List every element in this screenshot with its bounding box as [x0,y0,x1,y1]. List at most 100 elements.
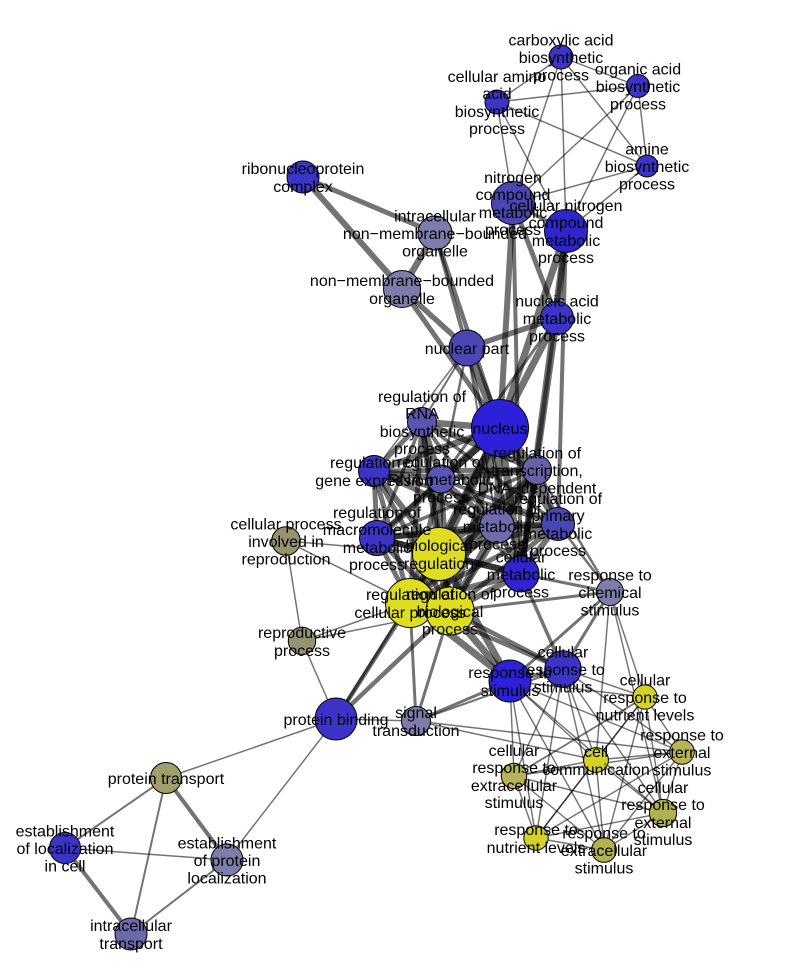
svg-text:establishment: establishment [16,824,115,841]
svg-text:metabolic: metabolic [487,567,555,584]
svg-text:process: process [274,643,330,660]
svg-text:process: process [485,222,541,239]
svg-text:response to: response to [640,728,724,745]
svg-text:acid: acid [482,86,511,103]
svg-text:transcription,: transcription, [491,463,583,480]
svg-text:extracellular: extracellular [561,843,648,860]
svg-text:intracellular: intracellular [394,209,476,226]
svg-text:compound: compound [529,215,604,232]
svg-text:process: process [529,329,585,346]
svg-text:response to: response to [468,665,552,682]
svg-text:cellular: cellular [620,673,671,690]
svg-text:of localization: of localization [17,841,114,858]
svg-text:process: process [394,441,450,458]
svg-text:compound: compound [476,187,551,204]
svg-text:process: process [530,543,586,560]
svg-text:gene expression: gene expression [315,473,432,490]
svg-text:regulation of: regulation of [514,491,603,508]
svg-text:stimulus: stimulus [581,603,640,620]
svg-text:biological: biological [417,604,484,621]
svg-text:metabolic: metabolic [524,526,592,543]
svg-text:response to: response to [603,690,687,707]
svg-text:cellular: cellular [638,780,689,797]
svg-text:transduction: transduction [372,723,459,740]
svg-text:involved in: involved in [248,534,324,551]
svg-text:complex: complex [273,179,333,196]
svg-text:cellular nitrogen: cellular nitrogen [510,198,623,215]
svg-text:cellular process: cellular process [354,605,465,622]
svg-text:of protein: of protein [194,853,261,870]
svg-text:metabolic: metabolic [532,233,600,250]
svg-text:response to: response to [562,826,646,843]
svg-text:nitrogen: nitrogen [484,170,542,187]
svg-text:regulation of: regulation of [453,502,542,519]
svg-text:protein binding: protein binding [284,712,389,729]
svg-text:process: process [349,557,405,574]
svg-text:localization: localization [187,871,266,888]
svg-text:process: process [469,121,525,138]
svg-text:organelle: organelle [402,244,468,261]
svg-text:process: process [469,537,525,554]
svg-text:metabolic: metabolic [343,540,411,557]
svg-text:stimulus: stimulus [575,861,634,878]
svg-text:reproduction: reproduction [242,552,331,569]
svg-text:organic acid: organic acid [595,62,681,79]
svg-text:in cell: in cell [45,859,86,876]
svg-text:stimulus: stimulus [634,832,693,849]
svg-text:external: external [654,745,711,762]
svg-text:reproductive: reproductive [258,625,346,642]
svg-text:carboxylic acid: carboxylic acid [509,33,614,50]
svg-text:stimulus: stimulus [485,795,544,812]
svg-text:biosynthetic: biosynthetic [519,50,604,67]
svg-text:RNA: RNA [405,406,439,423]
svg-text:external: external [635,815,692,832]
svg-text:RNA metabolic: RNA metabolic [388,472,494,489]
svg-text:process: process [619,177,675,194]
svg-text:response to: response to [472,760,556,777]
svg-text:communication: communication [542,762,650,779]
svg-text:ribonucleoprotein: ribonucleoprotein [242,161,365,178]
svg-text:extracellular: extracellular [471,778,558,795]
svg-text:cellular: cellular [496,550,547,567]
svg-text:establishment: establishment [178,836,277,853]
svg-text:biosynthetic: biosynthetic [455,104,540,121]
svg-text:non−membrane−bounded: non−membrane−bounded [343,226,527,243]
svg-text:intracellular: intracellular [90,918,172,935]
svg-text:stimulus: stimulus [481,683,540,700]
svg-text:cellular amino: cellular amino [448,69,547,86]
svg-text:biosynthetic: biosynthetic [380,424,465,441]
svg-text:process: process [533,68,589,85]
svg-text:response to: response to [621,797,705,814]
svg-text:transport: transport [99,936,163,953]
svg-text:nutrient levels: nutrient levels [596,708,695,725]
svg-text:DNA−dependent: DNA−dependent [478,481,597,498]
svg-text:organelle: organelle [369,291,435,308]
svg-text:non−membrane−bounded: non−membrane−bounded [310,273,494,290]
svg-text:primary: primary [531,508,584,525]
svg-text:nuclear part: nuclear part [425,341,510,358]
svg-text:cellular: cellular [489,743,540,760]
svg-text:cellular: cellular [538,645,589,662]
svg-text:signal: signal [395,705,437,722]
svg-text:process: process [538,250,594,267]
svg-text:nucleus: nucleus [472,421,527,438]
svg-text:response to: response to [494,822,578,839]
svg-text:metabolic: metabolic [479,205,547,222]
svg-text:regulation of: regulation of [378,389,467,406]
svg-text:nutrient levels: nutrient levels [487,840,586,857]
svg-text:metabolic: metabolic [523,311,591,328]
svg-text:stimulus: stimulus [653,763,712,780]
svg-text:regulation of: regulation of [333,505,422,522]
svg-text:biological: biological [406,538,473,555]
svg-text:cell: cell [584,744,608,761]
svg-text:process: process [610,97,666,114]
svg-text:macromolecule: macromolecule [323,522,432,539]
svg-text:protein transport: protein transport [108,771,225,788]
svg-text:regulation of: regulation of [330,455,419,472]
svg-text:process: process [493,585,549,602]
svg-text:cellular process: cellular process [230,517,341,534]
svg-text:regulation of: regulation of [397,455,486,472]
svg-text:response to: response to [568,568,652,585]
svg-text:amine: amine [625,142,669,159]
svg-text:process: process [413,490,469,507]
